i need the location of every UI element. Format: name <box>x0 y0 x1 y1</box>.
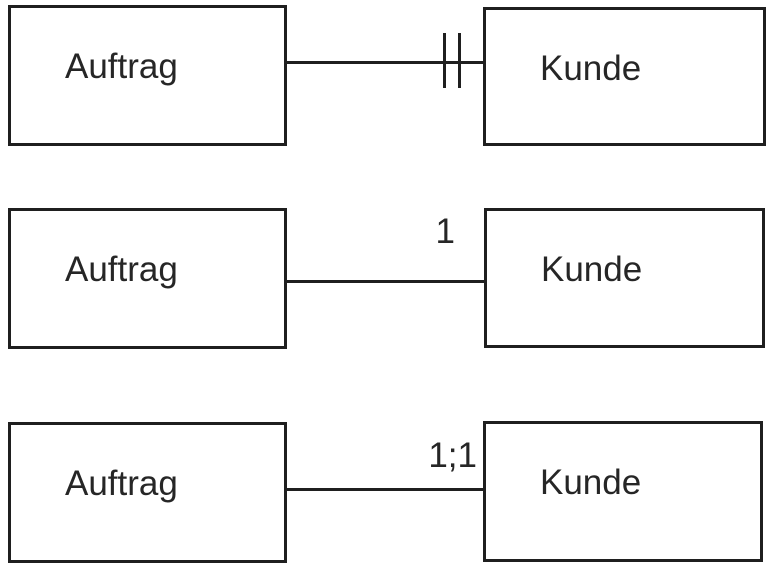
entity-label-kunde: Kunde <box>541 250 643 289</box>
relationship-line <box>287 61 483 64</box>
entity-label-auftrag: Auftrag <box>65 47 178 86</box>
cardinality-tick-icon <box>443 33 446 88</box>
entity-label-kunde: Kunde <box>540 49 642 88</box>
entity-box-auftrag: Auftrag <box>8 5 287 146</box>
entity-box-auftrag: Auftrag <box>8 422 287 563</box>
cardinality-tick-icon <box>458 33 461 88</box>
relationship-line <box>287 488 483 491</box>
entity-box-auftrag: Auftrag <box>8 208 287 349</box>
entity-box-kunde: Kunde <box>483 421 763 562</box>
entity-box-kunde: Kunde <box>483 7 766 146</box>
entity-label-auftrag: Auftrag <box>65 464 178 503</box>
entity-box-kunde: Kunde <box>484 208 765 348</box>
cardinality-label: 1;1 <box>428 436 477 475</box>
relationship-line <box>287 280 484 283</box>
entity-label-auftrag: Auftrag <box>65 250 178 289</box>
cardinality-label: 1 <box>435 212 455 251</box>
entity-label-kunde: Kunde <box>540 463 642 502</box>
